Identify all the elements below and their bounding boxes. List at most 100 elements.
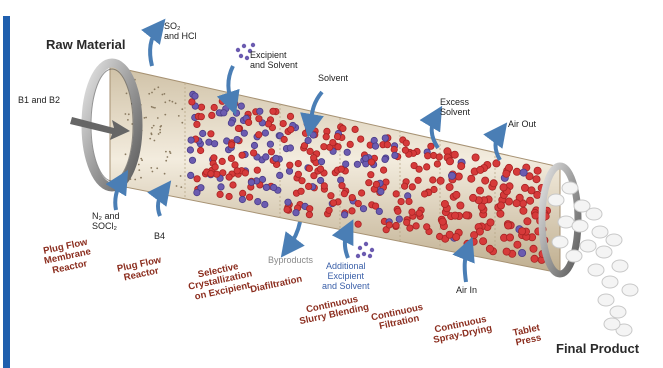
particle <box>354 161 360 167</box>
particle <box>189 157 195 163</box>
particle <box>338 166 344 172</box>
particle <box>451 151 458 158</box>
particle <box>347 141 353 147</box>
particle <box>295 171 301 177</box>
particle <box>513 200 520 207</box>
particle <box>409 184 415 190</box>
particle <box>172 101 174 103</box>
particle <box>344 149 350 155</box>
particle <box>148 93 150 95</box>
particle <box>362 252 366 256</box>
particle <box>180 175 182 177</box>
particle <box>208 171 214 177</box>
particle <box>128 113 130 115</box>
particle <box>476 187 483 194</box>
particle <box>152 171 154 173</box>
particle <box>145 117 147 119</box>
particle <box>265 121 271 127</box>
particle <box>424 164 430 170</box>
particle <box>434 161 440 167</box>
particle <box>245 56 249 60</box>
particle <box>180 186 182 188</box>
particle <box>236 48 240 52</box>
particle <box>194 176 200 182</box>
particle <box>395 208 401 214</box>
particle <box>305 183 311 189</box>
particle <box>497 202 504 209</box>
particle <box>198 114 204 120</box>
particle <box>154 140 156 142</box>
particle <box>505 222 512 229</box>
particle <box>255 198 261 204</box>
particle <box>164 173 166 175</box>
particle <box>441 200 448 207</box>
so2-out-arrow <box>150 28 158 66</box>
particle <box>287 145 293 151</box>
particle <box>164 93 166 95</box>
particle <box>458 163 465 170</box>
particle <box>234 168 240 174</box>
particle <box>519 249 526 256</box>
particle <box>362 155 368 161</box>
particle <box>360 206 366 212</box>
particle <box>520 207 527 214</box>
particle <box>453 191 460 198</box>
particle <box>181 108 183 110</box>
particle <box>189 99 195 105</box>
particle <box>230 182 236 188</box>
particle <box>267 141 273 147</box>
particle <box>200 130 206 136</box>
particle <box>482 177 489 184</box>
particle <box>326 207 332 213</box>
particle <box>217 191 223 197</box>
particle <box>298 188 304 194</box>
particle <box>452 212 459 219</box>
particle <box>293 210 299 216</box>
label-additional: AdditionalExcipientand Solvent <box>322 262 370 292</box>
particle <box>493 160 500 167</box>
particle <box>339 183 345 189</box>
particle <box>233 110 239 116</box>
label-byproducts: Byproducts <box>268 256 313 266</box>
tablet <box>606 234 622 246</box>
particle <box>151 127 153 129</box>
particle <box>262 130 268 136</box>
particle <box>256 132 262 138</box>
label-excess-solvent: ExcessSolvent <box>440 98 470 118</box>
particle <box>165 160 167 162</box>
particle <box>242 44 246 48</box>
particle <box>153 125 155 127</box>
particle <box>368 159 374 165</box>
particle <box>382 135 388 141</box>
particle <box>149 138 151 140</box>
particle <box>156 167 158 169</box>
final-product-title: Final Product <box>556 342 639 356</box>
particle <box>305 126 311 132</box>
particle <box>305 137 311 143</box>
particle <box>477 166 484 173</box>
particle <box>321 183 327 189</box>
particle <box>234 136 240 142</box>
particle <box>373 181 379 187</box>
particle <box>356 254 360 258</box>
tablet <box>580 240 596 252</box>
particle <box>358 246 362 250</box>
particle <box>239 54 243 58</box>
particle <box>448 172 455 179</box>
label-b4: B4 <box>154 232 165 242</box>
particle <box>364 242 368 246</box>
particle <box>250 150 256 156</box>
tablet <box>572 220 588 232</box>
particle <box>401 183 407 189</box>
additional-dots <box>356 242 374 258</box>
particle <box>211 141 217 147</box>
particle <box>208 131 214 137</box>
particle <box>141 159 143 161</box>
particle <box>140 158 142 160</box>
particle <box>470 194 477 201</box>
particle <box>221 110 227 116</box>
particle <box>162 94 164 96</box>
particle <box>194 121 200 127</box>
particle <box>167 156 169 158</box>
tablets <box>548 182 638 336</box>
